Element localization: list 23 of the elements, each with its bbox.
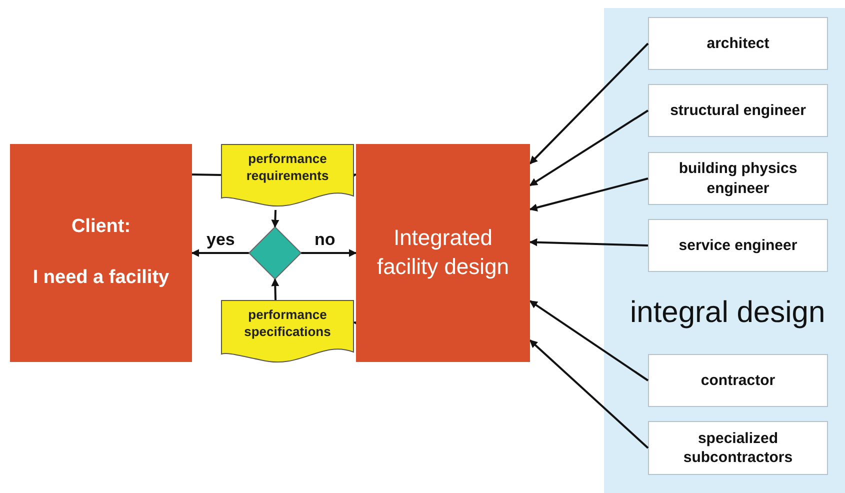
arrow bbox=[529, 300, 649, 382]
role-box: service engineer bbox=[648, 219, 828, 272]
arrow bbox=[191, 249, 249, 257]
group-title: integral design bbox=[630, 296, 826, 330]
box-text: Integrated facility design bbox=[376, 224, 510, 281]
arrow bbox=[529, 42, 649, 164]
box-text: I need a facility bbox=[32, 266, 170, 290]
arrow bbox=[271, 278, 280, 300]
arrow bbox=[529, 178, 648, 212]
role-box: architect bbox=[648, 17, 828, 70]
arrow bbox=[529, 110, 649, 186]
arrow bbox=[271, 210, 280, 228]
arrow bbox=[529, 238, 648, 246]
box-heading: Client: bbox=[71, 215, 131, 240]
arrow bbox=[301, 249, 357, 257]
role-box: building physics engineer bbox=[648, 152, 828, 205]
role-box: specialized subcontractors bbox=[648, 421, 828, 475]
group-band bbox=[604, 8, 845, 493]
client-box bbox=[10, 144, 192, 362]
role-box: contractor bbox=[648, 354, 828, 407]
arrow bbox=[529, 339, 649, 449]
process-box bbox=[356, 144, 530, 362]
role-box: structural engineer bbox=[648, 84, 828, 137]
